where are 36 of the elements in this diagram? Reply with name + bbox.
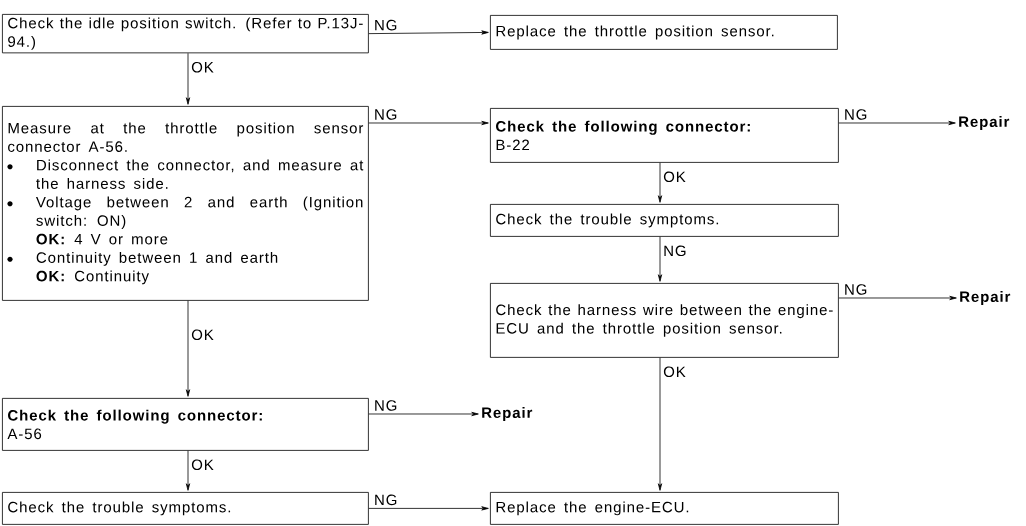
process-box: Check the trouble symptoms. xyxy=(2,492,369,525)
process-box: Check the following connector: A-56 xyxy=(2,398,369,451)
arrow xyxy=(657,357,663,491)
edge-label: NG xyxy=(373,399,399,412)
arrow xyxy=(368,411,479,417)
process-box: Check the following connector: B-22 xyxy=(490,108,839,163)
arrow xyxy=(185,300,191,397)
edge-label: NG xyxy=(843,108,869,121)
arrow xyxy=(185,52,191,105)
result-text: Repair xyxy=(959,116,1010,130)
result-text: Repair xyxy=(960,291,1011,305)
edge-label: OK xyxy=(190,60,215,74)
arrow xyxy=(657,162,663,203)
arrow xyxy=(838,120,956,126)
process-box: Measure at the throttle position sensor connector A-56. Disconnect the connector, and measure at the harness side. Voltage between 2 and earth (Ignition switch: ON) OK: 4 V or more Continuity between 1 and earth OK: Continuity xyxy=(2,106,369,301)
edge-label: NG xyxy=(843,283,869,296)
edge-label: NG xyxy=(373,493,399,507)
process-box: Check the harness wire between the engine-ECU and the throttle position sensor. xyxy=(490,283,839,358)
edge-label: NG xyxy=(373,18,399,32)
arrow xyxy=(185,450,191,491)
edge-label: OK xyxy=(190,458,215,472)
edge-label: OK xyxy=(190,328,215,342)
arrow xyxy=(368,30,489,35)
edge-label: NG xyxy=(662,244,688,258)
process-box: Replace the engine-ECU. xyxy=(490,492,839,525)
arrow xyxy=(657,236,663,282)
edge-label: OK xyxy=(662,365,687,379)
process-box: Check the trouble symptoms. xyxy=(490,204,839,237)
arrow xyxy=(838,295,957,301)
process-box: Check the idle position switch. (Refer to P.13J-94.) xyxy=(2,14,369,54)
arrow xyxy=(368,506,489,511)
edge-label: NG xyxy=(373,108,399,121)
result-text: Repair xyxy=(482,407,533,421)
arrow xyxy=(368,120,489,126)
edge-label: OK xyxy=(662,170,687,184)
process-box: Replace the throttle position sensor. xyxy=(490,15,838,50)
